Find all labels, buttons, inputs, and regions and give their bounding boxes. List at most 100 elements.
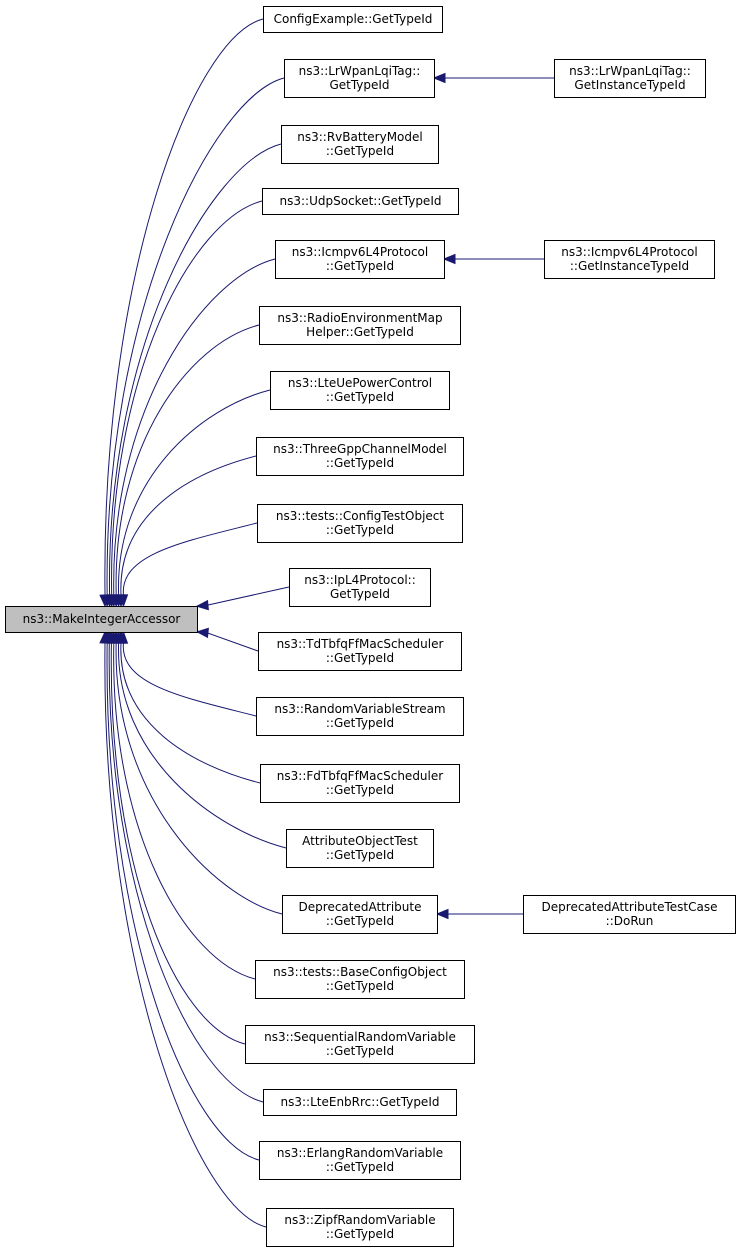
node-box	[289, 568, 431, 607]
edge-arrowhead	[117, 594, 129, 608]
node-box	[270, 371, 450, 410]
edge-arrowhead	[435, 908, 449, 920]
node-label: ns3::ZipfRandomVariable	[284, 1213, 435, 1227]
graph-node[interactable]: ns3::FdTbfqFfMacScheduler::GetTypeId	[260, 764, 460, 803]
node-label: ns3::Icmpv6L4Protocol	[561, 245, 697, 259]
call-edge	[115, 324, 260, 596]
node-box	[256, 697, 464, 736]
node-label: AttributeObjectTest	[302, 834, 418, 848]
node-label: ns3::MakeIntegerAccessor	[23, 612, 181, 626]
node-label: ns3::RvBatteryModel	[297, 130, 422, 144]
node-box	[275, 240, 445, 279]
graph-node[interactable]: ns3::tests::ConfigTestObject::GetTypeId	[257, 504, 463, 543]
node-box	[255, 960, 465, 999]
call-edge	[104, 642, 267, 1228]
node-box	[258, 632, 462, 671]
graph-node[interactable]: ns3::IpL4Protocol::GetTypeId	[289, 568, 431, 607]
edge-arrowhead	[442, 253, 456, 265]
node-label: ns3::UdpSocket::GetTypeId	[280, 194, 442, 208]
graph-node[interactable]: ns3::Icmpv6L4Protocol::GetTypeId	[275, 240, 445, 279]
node-label: ns3::LteEnbRrc::GetTypeId	[281, 1095, 440, 1109]
graph-node[interactable]: ConfigExample::GetTypeId	[263, 6, 443, 33]
graph-node[interactable]: AttributeObjectTest::GetTypeId	[286, 829, 434, 868]
node-label: ns3::tests::ConfigTestObject	[276, 509, 444, 523]
node-label: ns3::tests::BaseConfigObject	[273, 965, 447, 979]
node-label: ns3::FdTbfqFfMacScheduler	[277, 769, 443, 783]
node-label: ::DoRun	[606, 914, 654, 928]
node-label: ns3::TdTbfqFfMacScheduler	[277, 637, 444, 651]
edge-arrowhead	[195, 627, 209, 639]
node-label: ::GetTypeId	[326, 848, 394, 862]
graph-node[interactable]: DeprecatedAttributeTestCase::DoRun	[523, 895, 736, 934]
call-edge	[110, 642, 246, 1045]
node-label: ns3::ThreeGppChannelModel	[273, 442, 447, 456]
graph-node[interactable]: ns3::tests::BaseConfigObject::GetTypeId	[255, 960, 465, 999]
node-box	[281, 125, 439, 164]
graph-node[interactable]: ns3::SequentialRandomVariable::GetTypeId	[245, 1025, 475, 1064]
node-label: DeprecatedAttributeTestCase	[542, 900, 718, 914]
node-label: ::GetTypeId	[326, 1044, 394, 1058]
node-label: ::GetInstanceTypeId	[570, 259, 689, 273]
graph-node[interactable]: ns3::Icmpv6L4Protocol::GetInstanceTypeId	[544, 240, 715, 279]
graph-node[interactable]: ns3::ErlangRandomVariable::GetTypeId	[259, 1141, 461, 1180]
node-label: GetTypeId	[329, 78, 389, 92]
node-box	[257, 504, 463, 543]
call-edge	[206, 586, 290, 606]
graph-node[interactable]: ns3::LteUePowerControl::GetTypeId	[270, 371, 450, 410]
node-label: GetInstanceTypeId	[574, 78, 685, 92]
root-node[interactable]: ns3::MakeIntegerAccessor	[5, 606, 198, 633]
node-label: ns3::IpL4Protocol::	[304, 573, 416, 587]
node-box	[260, 764, 460, 803]
node-label: ::GetTypeId	[326, 1227, 394, 1241]
node-label: ::GetTypeId	[326, 456, 394, 470]
edge-arrowhead	[99, 630, 110, 644]
node-label: Helper::GetTypeId	[306, 325, 414, 339]
graph-node[interactable]: ns3::ThreeGppChannelModel::GetTypeId	[256, 437, 464, 476]
call-edge	[104, 18, 264, 596]
graph-node[interactable]: DeprecatedAttribute::GetTypeId	[282, 895, 438, 934]
call-edge	[113, 642, 256, 980]
node-box	[263, 1089, 457, 1116]
graph-node[interactable]: ns3::RadioEnvironmentMapHelper::GetTypeI…	[259, 306, 461, 345]
call-edge	[109, 143, 282, 596]
call-edge	[120, 642, 261, 784]
node-label: ::GetTypeId	[326, 390, 394, 404]
node-label: ns3::ErlangRandomVariable	[277, 1146, 443, 1160]
node-label: ConfigExample::GetTypeId	[274, 12, 433, 26]
node-label: ::GetTypeId	[326, 259, 394, 273]
node-label: ns3::SequentialRandomVariable	[264, 1030, 456, 1044]
edge-arrowhead	[195, 599, 209, 611]
graph-node[interactable]: ns3::UdpSocket::GetTypeId	[262, 188, 459, 215]
call-edge	[111, 200, 263, 596]
graph-node[interactable]: ns3::ZipfRandomVariable::GetTypeId	[266, 1208, 454, 1247]
call-edge	[122, 522, 258, 596]
graph-edges	[99, 18, 554, 1228]
call-edge	[206, 632, 259, 652]
node-label: ::GetTypeId	[326, 716, 394, 730]
node-box	[286, 829, 434, 868]
graph-node[interactable]: ns3::LrWpanLqiTag::GetTypeId	[284, 59, 435, 98]
graph-node[interactable]: ns3::LteEnbRrc::GetTypeId	[263, 1089, 457, 1116]
node-box	[284, 59, 435, 98]
call-edge	[106, 642, 260, 1161]
call-edge	[113, 258, 276, 596]
node-box	[5, 606, 198, 633]
graph-node[interactable]: ns3::LrWpanLqiTag::GetInstanceTypeId	[554, 59, 706, 98]
node-label: ns3::LrWpanLqiTag::	[299, 64, 421, 78]
node-box	[259, 1141, 461, 1180]
node-box	[544, 240, 715, 279]
node-label: ns3::RadioEnvironmentMap	[277, 311, 442, 325]
node-box	[554, 59, 706, 98]
graph-node[interactable]: ns3::RvBatteryModel::GetTypeId	[281, 125, 439, 164]
graph-node[interactable]: ns3::RandomVariableStream::GetTypeId	[256, 697, 464, 736]
node-box	[523, 895, 736, 934]
call-edge	[106, 77, 285, 596]
node-box	[245, 1025, 475, 1064]
node-label: ::GetTypeId	[326, 651, 394, 665]
node-box	[282, 895, 438, 934]
graph-node[interactable]: ns3::TdTbfqFfMacScheduler::GetTypeId	[258, 632, 462, 671]
node-box	[256, 437, 464, 476]
node-box	[262, 188, 459, 215]
node-label: ::GetTypeId	[326, 783, 394, 797]
call-edge	[118, 389, 271, 596]
